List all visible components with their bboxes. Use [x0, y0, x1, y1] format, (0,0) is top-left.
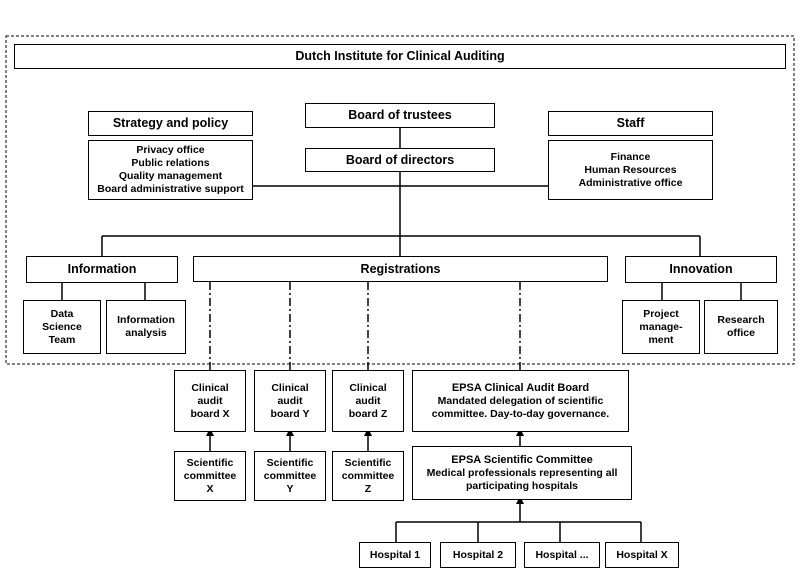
epsa-clinical-audit-board: EPSA Clinical Audit Board Mandated deleg… — [412, 370, 629, 432]
institute-boundary — [5, 35, 795, 365]
strategy-item: Privacy office — [136, 144, 205, 156]
epsa-scientific-committee-title: EPSA Scientific Committee — [451, 453, 593, 466]
label-line: committee — [183, 469, 237, 482]
hospital-x: Hospital X — [605, 542, 679, 568]
registrations: Registrations — [193, 256, 608, 282]
innovation-title: Innovation — [625, 256, 777, 283]
label-line: analysis — [125, 327, 167, 339]
label-line: board X — [190, 407, 230, 420]
epsa-scientific-committee: EPSA Scientific Committee Medical profes… — [412, 446, 632, 500]
strategy-item: Quality management — [118, 170, 223, 182]
hospital-1: Hospital 1 — [359, 542, 431, 568]
information-title: Information — [26, 256, 178, 283]
hospital-ellipsis: Hospital ... — [524, 542, 600, 568]
data-science-team: Data Science Team — [23, 300, 101, 354]
label-line: committee — [341, 469, 395, 482]
label-line: Information — [117, 314, 175, 326]
clinical-audit-board-z: Clinical audit board Z — [332, 370, 404, 432]
label-line: Z — [364, 482, 372, 495]
scientific-committee-z: Scientific committee Z — [332, 451, 404, 501]
label-line: committee — [263, 469, 317, 482]
label-line: audit — [355, 394, 381, 407]
label-line: Y — [286, 482, 294, 495]
scientific-committee-x: Scientific committee X — [174, 451, 246, 501]
staff-item: Finance — [610, 150, 651, 163]
label-line: Mandated delegation of scientific — [437, 394, 604, 407]
epsa-audit-board-title: EPSA Clinical Audit Board — [451, 381, 590, 394]
label-line: manage- — [639, 320, 683, 333]
label-line: X — [206, 482, 214, 495]
staff-item: Human Resources — [584, 163, 677, 176]
strategy-policy-list: Privacy office Public relations Quality … — [88, 140, 253, 200]
strategy-item: Public relations — [131, 157, 210, 169]
label-line: office — [726, 327, 755, 339]
staff-title: Staff — [548, 111, 713, 136]
label-line: Project — [643, 307, 679, 320]
label-line: participating hospitals — [465, 479, 578, 492]
label-line: Science — [42, 320, 82, 333]
label-line: Research — [717, 314, 765, 326]
institute-title: Dutch Institute for Clinical Auditing — [14, 44, 786, 69]
clinical-audit-board-y: Clinical audit board Y — [254, 370, 326, 432]
label-line: Data — [50, 307, 74, 320]
information-analysis: Information analysis — [106, 300, 186, 354]
label-line: Medical professionals representing all — [426, 466, 618, 479]
label-line: board Z — [348, 407, 388, 420]
label-line: committee. Day-to-day governance. — [431, 407, 610, 420]
label-line: Clinical — [349, 381, 387, 394]
label-line: audit — [277, 394, 303, 407]
label-line: Scientific — [186, 456, 234, 469]
label-line: Clinical — [271, 381, 309, 394]
label-line: Clinical — [191, 381, 229, 394]
staff-item: Administrative office — [578, 176, 683, 189]
clinical-audit-board-x: Clinical audit board X — [174, 370, 246, 432]
board-of-trustees: Board of trustees — [305, 103, 495, 128]
scientific-committee-y: Scientific committee Y — [254, 451, 326, 501]
staff-list: Finance Human Resources Administrative o… — [548, 140, 713, 200]
label-line: Team — [48, 333, 76, 346]
strategy-item: Board administrative support — [97, 183, 244, 195]
label-line: Scientific — [344, 456, 392, 469]
label-line: board Y — [270, 407, 310, 420]
label-line: ment — [648, 333, 674, 346]
label-line: audit — [197, 394, 223, 407]
label-line: Scientific — [266, 456, 314, 469]
hospital-2: Hospital 2 — [440, 542, 516, 568]
research-office: Research office — [704, 300, 778, 354]
project-management: Project manage- ment — [622, 300, 700, 354]
strategy-policy-title: Strategy and policy — [88, 111, 253, 136]
board-of-directors: Board of directors — [305, 148, 495, 172]
